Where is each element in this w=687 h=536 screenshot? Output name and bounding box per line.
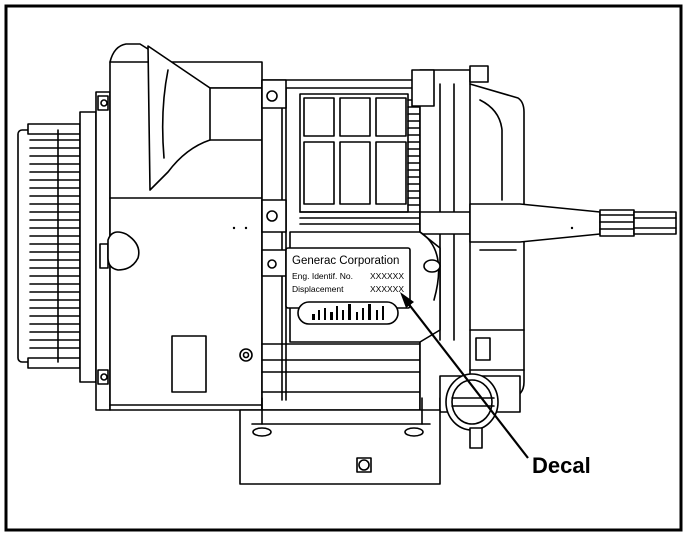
decal-engine-id-label: Eng. Identif. No. (292, 271, 353, 281)
barcode-bar (336, 306, 338, 320)
barcode-bar (330, 312, 333, 320)
fin-cell (303, 97, 335, 137)
oil-fill-cap (439, 373, 521, 449)
barcode-bar (318, 310, 320, 320)
fin-cell (339, 97, 371, 137)
callout-leader-line (403, 297, 529, 459)
barcode-bar (342, 310, 344, 320)
decal-barcode (312, 304, 384, 320)
callout-arrowhead (400, 292, 414, 308)
barcode-bar (368, 304, 371, 320)
fin-cell (375, 141, 407, 205)
decal-displacement-value: XXXXXX (370, 284, 404, 294)
barcode-bar (324, 308, 326, 320)
flywheel-fan (17, 111, 97, 383)
fin-cell (339, 141, 371, 205)
barcode-bar (312, 314, 315, 320)
engine-base (239, 397, 441, 485)
decal-company: Generac Corporation (292, 255, 399, 267)
decal-engine-id-value: XXXXXX (370, 271, 404, 281)
cylinder-head (411, 65, 677, 413)
barcode-bar (348, 304, 351, 320)
figure-border (4, 4, 683, 532)
decal-plate: Generac Corporation Eng. Identif. No. XX… (285, 231, 441, 343)
barcode-bar (382, 306, 384, 320)
engine-housing (107, 43, 263, 411)
fin-cell (303, 141, 335, 205)
barcode-bar (356, 312, 358, 320)
barcode-bar (376, 310, 378, 320)
end-plate (95, 91, 111, 411)
decal-displacement-label: Displacement (292, 284, 344, 294)
decal-callout: Decal (400, 292, 591, 478)
callout-label: Decal (532, 453, 591, 478)
barcode-bar (362, 308, 364, 320)
fin-cell (375, 97, 407, 137)
